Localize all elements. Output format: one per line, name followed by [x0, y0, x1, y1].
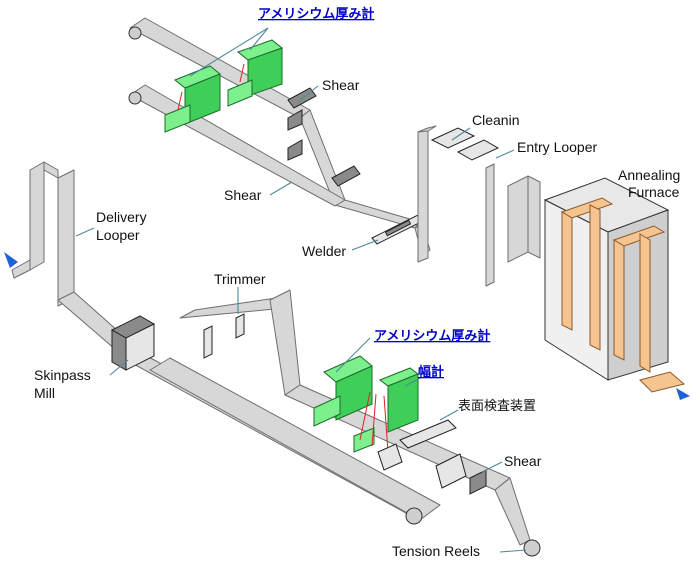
thickness-gauge-top-1 — [164, 65, 221, 133]
annealing-furnace — [543, 177, 686, 393]
label-skinpass: Skinpass — [34, 367, 91, 383]
label-width-gauge[interactable]: 幅計 — [418, 364, 444, 380]
entry-strip — [417, 125, 437, 263]
arrow-right-icon — [676, 388, 690, 400]
leader-lines — [75, 27, 527, 553]
label-shear-top: Shear — [322, 77, 360, 93]
label-looper: Looper — [96, 227, 140, 243]
label-shear-bottom: Shear — [504, 453, 542, 469]
label-trimmer: Trimmer — [214, 271, 266, 287]
label-cleanin: Cleanin — [472, 112, 519, 128]
delivery-strip-lower — [57, 291, 441, 525]
cleaning-section — [430, 127, 500, 161]
shear-mid — [287, 139, 361, 187]
beam-top-1 — [177, 91, 183, 111]
label-welder: Welder — [302, 243, 346, 259]
entry-looper — [485, 163, 541, 287]
label-delivery: Delivery — [96, 209, 147, 225]
gauge-beams — [359, 391, 389, 453]
thickness-gauge-top-2 — [227, 39, 284, 107]
skinpass-mill — [110, 315, 156, 371]
label-shear-mid: Shear — [224, 187, 262, 203]
label-amerisium-bottom[interactable]: アメリシウム厚み計 — [374, 328, 490, 344]
label-surface-inspection: 表面検査装置 — [458, 399, 536, 414]
label-tension-reels: Tension Reels — [392, 543, 480, 559]
surface-inspection-device — [377, 419, 457, 471]
beam-top-2 — [239, 63, 245, 83]
shear-bottom — [435, 453, 487, 495]
arrow-left-icon — [4, 252, 18, 268]
delivery-looper — [11, 161, 75, 307]
label-annealing: Annealing — [618, 167, 680, 183]
label-mill: Mill — [34, 385, 55, 401]
width-gauge — [353, 367, 420, 453]
label-furnace: Furnace — [628, 184, 680, 200]
label-amerisium-top[interactable]: アメリシウム厚み計 — [258, 6, 374, 22]
label-entry-looper: Entry Looper — [517, 139, 597, 155]
thickness-gauge-bottom — [313, 355, 373, 427]
